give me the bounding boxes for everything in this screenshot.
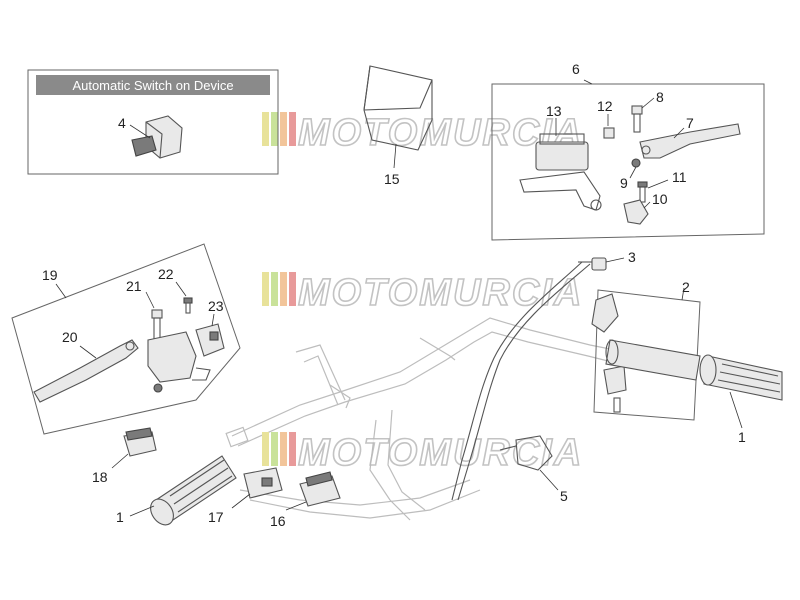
callout-5: 5 bbox=[560, 488, 568, 504]
callout-23: 23 bbox=[208, 298, 224, 314]
watermark-text: MOTOMURCIA bbox=[298, 432, 583, 474]
part-7-brake-lever bbox=[639, 123, 741, 159]
part-11-screw bbox=[637, 181, 648, 203]
callout-15: 15 bbox=[384, 171, 400, 187]
callout-9: 9 bbox=[620, 175, 628, 191]
throttle-cable-inner bbox=[451, 261, 583, 501]
part-16-switch bbox=[299, 471, 341, 507]
callout-12: 12 bbox=[597, 98, 613, 114]
part-17-switch bbox=[243, 467, 283, 499]
callout-7: 7 bbox=[686, 115, 694, 131]
part-22-screw bbox=[183, 297, 193, 314]
part-9-nut bbox=[631, 158, 641, 168]
part-5-guard bbox=[499, 435, 553, 471]
part-13-master-cylinder bbox=[519, 133, 602, 211]
throttle-housing bbox=[591, 293, 627, 413]
callout-21: 21 bbox=[126, 278, 142, 294]
callout-6: 6 bbox=[572, 61, 580, 77]
left-master-cylinder bbox=[147, 331, 211, 393]
part-23-clamp bbox=[195, 323, 225, 357]
brake-assembly-box-6: 6 13 12 8 7 bbox=[491, 61, 765, 241]
callout-3: 3 bbox=[628, 249, 636, 265]
watermark-text: MOTOMURCIA bbox=[298, 112, 583, 154]
throttle-tube bbox=[605, 339, 701, 381]
callout-19: 19 bbox=[42, 267, 58, 283]
part-3-cable-adjuster bbox=[578, 257, 607, 271]
callout-1-left: 1 bbox=[116, 509, 124, 525]
callout-11: 11 bbox=[672, 169, 687, 185]
legend-banner bbox=[36, 75, 270, 95]
callout-13: 13 bbox=[546, 103, 562, 119]
watermark-text: MOTOMURCIA bbox=[298, 272, 583, 314]
callout-22: 22 bbox=[158, 266, 174, 282]
automatic-switch-box: Automatic Switch on Device 4 bbox=[27, 69, 279, 175]
part-12-cap bbox=[603, 127, 615, 139]
callout-8: 8 bbox=[656, 89, 664, 105]
part-21-bolt bbox=[151, 309, 163, 341]
throttle-box-2: 2 bbox=[591, 279, 701, 421]
watermark-top: MOTOMURCIA bbox=[262, 111, 583, 155]
callout-4: 4 bbox=[118, 115, 126, 131]
part-15-cover: 15 bbox=[363, 65, 433, 187]
part-10-clamp bbox=[623, 199, 649, 225]
part-8-bolt bbox=[631, 105, 643, 133]
throttle-cable bbox=[457, 263, 591, 501]
callout-17: 17 bbox=[208, 509, 224, 525]
watermark-bottom: MOTOMURCIA bbox=[262, 431, 583, 475]
callout-1-right: 1 bbox=[738, 429, 746, 445]
part-1-right-grip bbox=[699, 354, 783, 401]
part-18-switch bbox=[123, 427, 157, 457]
handlebar-frame bbox=[225, 317, 616, 521]
callout-16: 16 bbox=[270, 513, 286, 529]
legend-text: Automatic Switch on Device bbox=[72, 78, 233, 93]
part-1-left-grip bbox=[150, 455, 237, 526]
callout-18: 18 bbox=[92, 469, 108, 485]
part-4-switch bbox=[131, 115, 183, 159]
callout-2: 2 bbox=[682, 279, 690, 295]
watermark-middle: MOTOMURCIA bbox=[262, 271, 583, 315]
brake-assembly-box-19: 19 20 21 22 23 bbox=[11, 243, 241, 435]
callout-10: 10 bbox=[652, 191, 668, 207]
callout-20: 20 bbox=[62, 329, 78, 345]
part-20-brake-lever bbox=[33, 339, 139, 403]
